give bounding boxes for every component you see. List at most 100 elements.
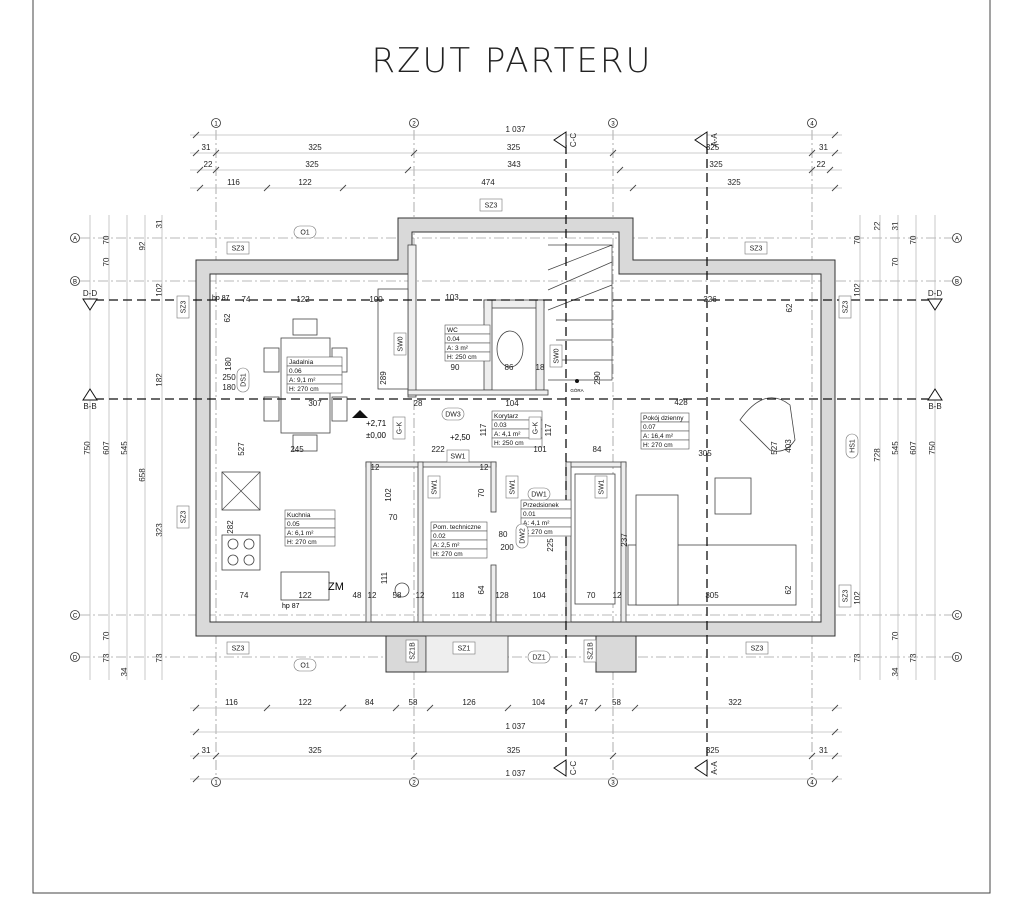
interior-dim-value: 118 <box>452 591 465 600</box>
dim-left-value: 73 <box>102 653 111 662</box>
opening-bubble <box>527 487 551 501</box>
interior-dim-value: 104 <box>532 591 546 600</box>
tag-box <box>427 475 441 499</box>
dim-right-value: 102 <box>853 591 862 605</box>
interior-dim-value: 86 <box>505 363 514 372</box>
room-number: 0.01 <box>523 511 536 518</box>
dim-right-value: 750 <box>928 441 937 455</box>
stairs-up-label: GÓRA <box>570 387 583 393</box>
interior-dim-value: 326 <box>703 295 717 304</box>
dim-right-value: 34 <box>891 667 900 676</box>
dim-left-value: 182 <box>155 373 164 387</box>
dim-left-value: 750 <box>83 441 92 455</box>
section-arrow-icon <box>553 131 567 149</box>
dim-tick <box>826 166 834 174</box>
interior-dim-value: 64 <box>477 585 486 594</box>
dim-tick <box>192 728 200 736</box>
dim-left-value: 102 <box>155 283 164 297</box>
opening-bubble <box>515 523 529 549</box>
interior-dim-value: 62 <box>785 303 794 312</box>
interior-dim-value: 58 <box>393 591 402 600</box>
tag-text: SW0 <box>398 336 405 351</box>
tag-sz3: SZ3 <box>744 241 768 255</box>
dim-top-openings-value: 474 <box>481 178 495 187</box>
interior-dim-value: 403 <box>784 439 793 453</box>
interior-dim-value: 305 <box>698 449 712 458</box>
dim-right-value: 22 <box>873 221 882 230</box>
grid-label-2: 2 <box>412 781 416 787</box>
tag-sw0: SW0 <box>549 344 563 368</box>
tag-sz3: SZ3 <box>479 198 503 212</box>
interior-dim-value: 128 <box>495 591 509 600</box>
room-name: Jadalnia <box>289 359 314 366</box>
room-label-cell <box>284 536 336 547</box>
dim-right-value: 545 <box>891 441 900 455</box>
dim-tick <box>609 149 617 157</box>
room-height: H: 270 cm <box>289 386 319 393</box>
dim-bottom-axes-value: 325 <box>308 746 322 755</box>
room-height: H: 250 cm <box>447 354 477 361</box>
dim-top-walls-value: 325 <box>709 160 723 169</box>
opening-bubble <box>236 367 250 393</box>
grid-label-D: D <box>73 656 78 662</box>
section-arrow-icon <box>927 298 943 311</box>
dim-tick <box>831 149 839 157</box>
dim-left-value: 70 <box>102 235 111 244</box>
room-name: WC <box>447 327 458 334</box>
tag-box <box>176 295 190 319</box>
tag-sz3: SZ3 <box>745 641 769 655</box>
section-label: B-B <box>928 402 941 411</box>
interior-dim-value: 84 <box>593 445 602 454</box>
dim-tick <box>565 704 573 712</box>
interior-dim-value: 527 <box>770 441 779 455</box>
room-height: H: 270 cm <box>433 551 463 558</box>
grid-bubble-icon <box>952 276 962 286</box>
tag-sz1b: SZ1B <box>405 639 419 663</box>
room-number: 0.04 <box>447 336 460 343</box>
dim-tick <box>212 149 220 157</box>
room-label-cell <box>491 437 543 448</box>
dim-tick <box>192 149 200 157</box>
tag-text: SZ3 <box>750 246 763 253</box>
grid-label-2: 2 <box>412 122 416 128</box>
dim-tick <box>631 704 639 712</box>
grid-label-3: 3 <box>611 781 615 787</box>
room-area: A: 4,1 m² <box>523 520 550 527</box>
opening-text: DW3 <box>445 412 461 419</box>
dim-top-axes-value: 325 <box>507 143 521 152</box>
dim-left-value: 31 <box>155 219 164 228</box>
dim-tick <box>263 704 271 712</box>
opening-ds1: DS1 <box>236 367 250 393</box>
tag-sw0: SW0 <box>393 332 407 356</box>
room-label-cell <box>640 439 690 450</box>
tag-text: SZ3 <box>232 646 245 653</box>
tag-text: SW0 <box>554 348 561 363</box>
interior-dim-value: 74 <box>242 295 251 304</box>
opening-bubble <box>293 225 317 239</box>
dim-tick <box>196 184 204 192</box>
tag-g-k: G-K <box>528 416 542 440</box>
dim-top-walls-value: 22 <box>204 160 213 169</box>
room-area: A: 9,1 m² <box>289 377 316 384</box>
grid-bubble-icon <box>608 118 618 128</box>
section-label: D-D <box>83 289 97 298</box>
room-area: A: 3 m² <box>447 345 469 352</box>
interior-dim-value: 245 <box>290 445 304 454</box>
interior-dim-value: 122 <box>296 295 310 304</box>
dim-tick <box>609 752 617 760</box>
tag-sz3: SZ3 <box>226 241 250 255</box>
interior-dim-value: 12 <box>480 463 489 472</box>
dim-left-value: 545 <box>120 441 129 455</box>
dim-right-value: 728 <box>873 448 882 462</box>
interior-dim-value: 111 <box>380 571 389 584</box>
dim-tick <box>339 704 347 712</box>
grid-bubble-icon <box>211 118 221 128</box>
interior-dim-value: 117 <box>479 423 488 436</box>
tag-box <box>446 449 470 463</box>
dim-top-openings-value: 325 <box>727 178 741 187</box>
interior-dim-value: 122 <box>298 591 312 600</box>
